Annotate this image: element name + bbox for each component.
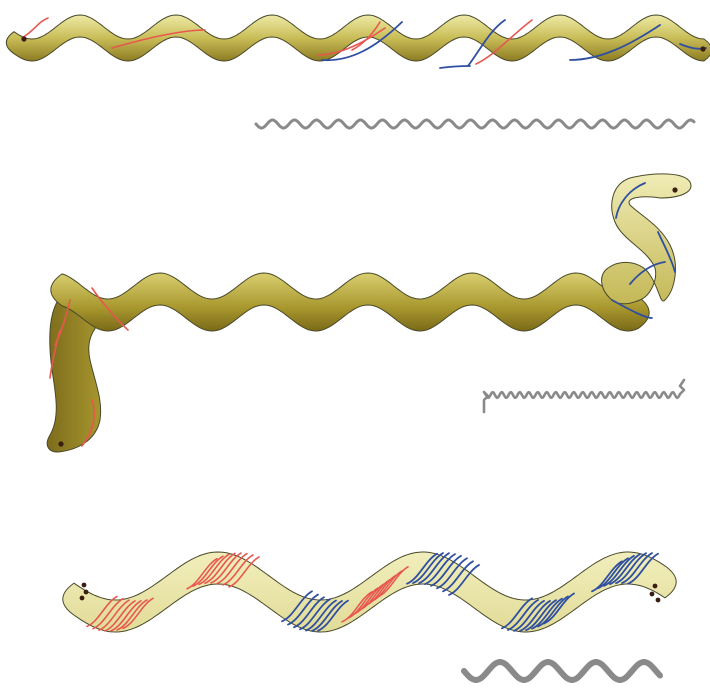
- end-dot: [653, 584, 658, 589]
- bacterium-b-head: [602, 174, 691, 304]
- end-dot: [21, 36, 26, 41]
- panel-a: [6, 15, 710, 128]
- panel-b: [47, 174, 691, 452]
- wave-trace-coarse: [464, 662, 660, 680]
- end-dot: [650, 592, 655, 597]
- bacterium-b-body: [51, 273, 649, 331]
- end-dot: [700, 46, 705, 51]
- panel-c: [63, 552, 676, 680]
- flagella-b: [50, 183, 675, 446]
- end-dot: [672, 187, 677, 192]
- wave-trace-fine: [256, 120, 694, 128]
- end-dot: [82, 583, 87, 588]
- end-dot: [84, 590, 89, 595]
- end-dot: [80, 596, 85, 601]
- end-dot: [656, 598, 661, 603]
- fiber-blue: [440, 66, 470, 68]
- end-dot: [58, 441, 63, 446]
- wave-trace-hooked: [484, 380, 684, 412]
- bacterium-c-body: [63, 552, 676, 632]
